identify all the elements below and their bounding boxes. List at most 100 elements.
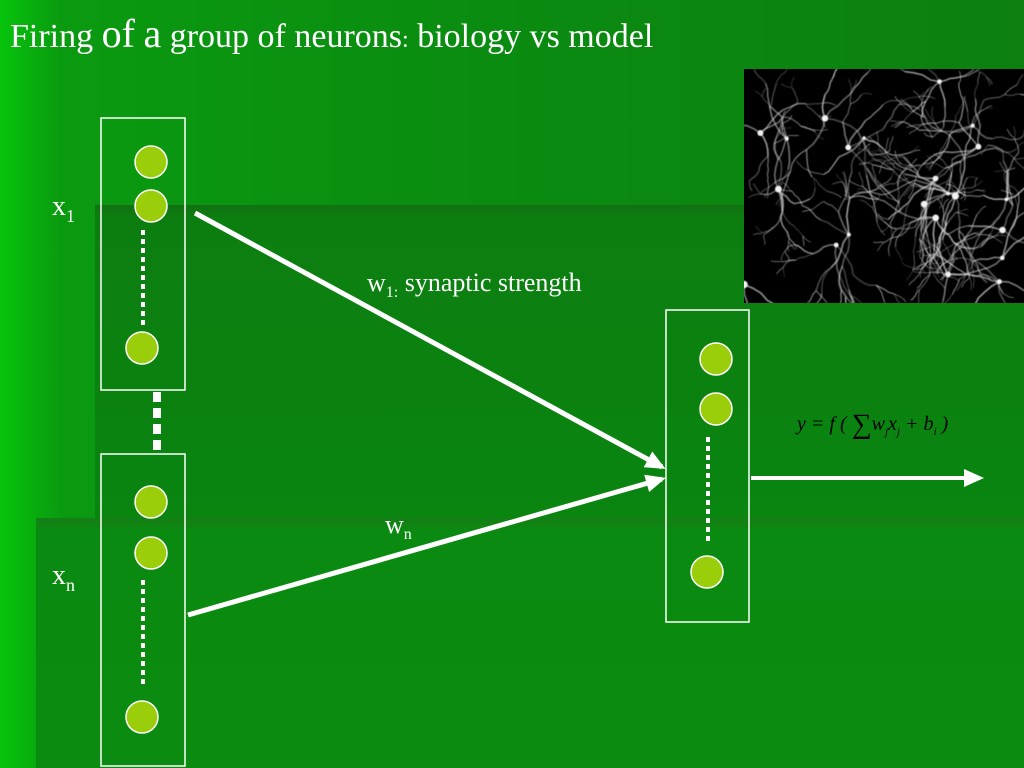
- dendrite: [897, 164, 920, 178]
- dendrite: [931, 261, 948, 264]
- output-neuron-a: [699, 342, 733, 376]
- dendrite: [1006, 128, 1015, 139]
- weight-label-w1: w1: synaptic strength: [367, 268, 582, 308]
- dendrite: [812, 201, 824, 210]
- dendrite: [944, 225, 969, 236]
- dendrite: [875, 284, 886, 303]
- activation-formula: y = f ( ∑wjxj + bi ): [797, 410, 948, 446]
- dendrite: [999, 280, 1024, 292]
- dendrite: [964, 95, 969, 112]
- dendrite: [887, 201, 910, 220]
- dendrite: [928, 253, 940, 266]
- dendrite: [852, 274, 877, 286]
- formula-close-paren: ): [936, 413, 949, 435]
- dendrite: [873, 164, 893, 171]
- dendrite: [994, 170, 1006, 172]
- dendrite: [919, 95, 936, 100]
- dendrite: [911, 288, 918, 301]
- dendrite: [858, 195, 879, 200]
- x1-base: x: [52, 191, 66, 222]
- dendrite: [848, 289, 855, 303]
- dendrite: [976, 118, 981, 147]
- dendrite: [930, 255, 939, 269]
- dendrite: [971, 257, 1003, 273]
- dendrite: [948, 180, 956, 188]
- dendrite: [937, 198, 944, 210]
- dendrite: [791, 240, 800, 248]
- dendrite: [923, 132, 934, 137]
- dendrite: [777, 188, 784, 213]
- dendrite: [924, 117, 943, 133]
- dendrite: [939, 269, 948, 281]
- dendrite: [821, 267, 832, 294]
- dendrite: [919, 256, 929, 269]
- dendrite: [912, 256, 915, 272]
- dendrite: [958, 122, 980, 148]
- formula-open-paren: (: [834, 413, 852, 435]
- dendrite: [939, 241, 959, 254]
- dendrite: [883, 221, 897, 230]
- dendrite: [939, 196, 943, 209]
- neuron-soma: [833, 242, 839, 248]
- dendrite: [890, 221, 893, 237]
- dendrite: [823, 156, 840, 176]
- dendrite: [977, 261, 1000, 283]
- dendrite: [883, 236, 898, 243]
- dendrite: [925, 80, 941, 102]
- dendrite: [770, 260, 782, 263]
- dendrite: [959, 261, 974, 280]
- dendrite: [880, 221, 891, 233]
- dendrite: [920, 151, 944, 167]
- dendrite: [863, 137, 868, 175]
- weight-label-wn: wn: [385, 510, 412, 550]
- dendrite: [862, 186, 879, 200]
- input-group-n-box: [100, 453, 186, 767]
- dendrite: [920, 230, 937, 248]
- dendrite: [759, 132, 769, 157]
- dendrite: [990, 216, 1000, 227]
- formula-plus: +: [899, 413, 924, 435]
- dendrite: [952, 278, 960, 295]
- dendrite: [755, 226, 763, 234]
- dendrite: [761, 189, 778, 196]
- dendrite: [892, 169, 915, 185]
- xn-sub: n: [66, 575, 75, 595]
- dendrite: [974, 180, 983, 187]
- dendrite: [773, 211, 783, 228]
- dendrite: [752, 232, 763, 236]
- dendrite: [958, 228, 985, 244]
- dendrite: [942, 198, 949, 210]
- dendrite: [842, 181, 847, 196]
- title-part-4: a: [143, 11, 162, 56]
- dendrite: [777, 139, 787, 161]
- dendrite: [898, 154, 910, 162]
- dendrite: [847, 120, 866, 148]
- dendrite: [753, 69, 766, 84]
- dendrite: [964, 255, 972, 277]
- dendrite: [841, 234, 851, 267]
- dendrite: [955, 101, 965, 116]
- dendrite: [975, 274, 996, 281]
- dendrite: [994, 279, 1004, 294]
- dendrite: [908, 125, 920, 135]
- dendrite: [912, 267, 923, 270]
- dendrite: [809, 187, 816, 200]
- dendrite: [1005, 186, 1014, 206]
- dendrite: [917, 274, 931, 289]
- dendrite: [904, 173, 936, 180]
- dendrite: [955, 208, 968, 213]
- dendrite: [919, 238, 925, 260]
- dendrite: [823, 200, 839, 213]
- dendrite: [858, 171, 864, 187]
- dendrite: [958, 70, 962, 84]
- dendrite: [970, 229, 985, 256]
- formula-y: y: [797, 413, 806, 435]
- slide-title: Firing of a group of neurons: biology vs…: [10, 14, 653, 60]
- dendrite: [1009, 185, 1019, 194]
- dendrite: [766, 155, 769, 175]
- input-neuron-1c: [125, 331, 159, 365]
- dendrite: [927, 271, 948, 276]
- dendrite: [815, 131, 825, 140]
- dendrite: [1014, 137, 1020, 154]
